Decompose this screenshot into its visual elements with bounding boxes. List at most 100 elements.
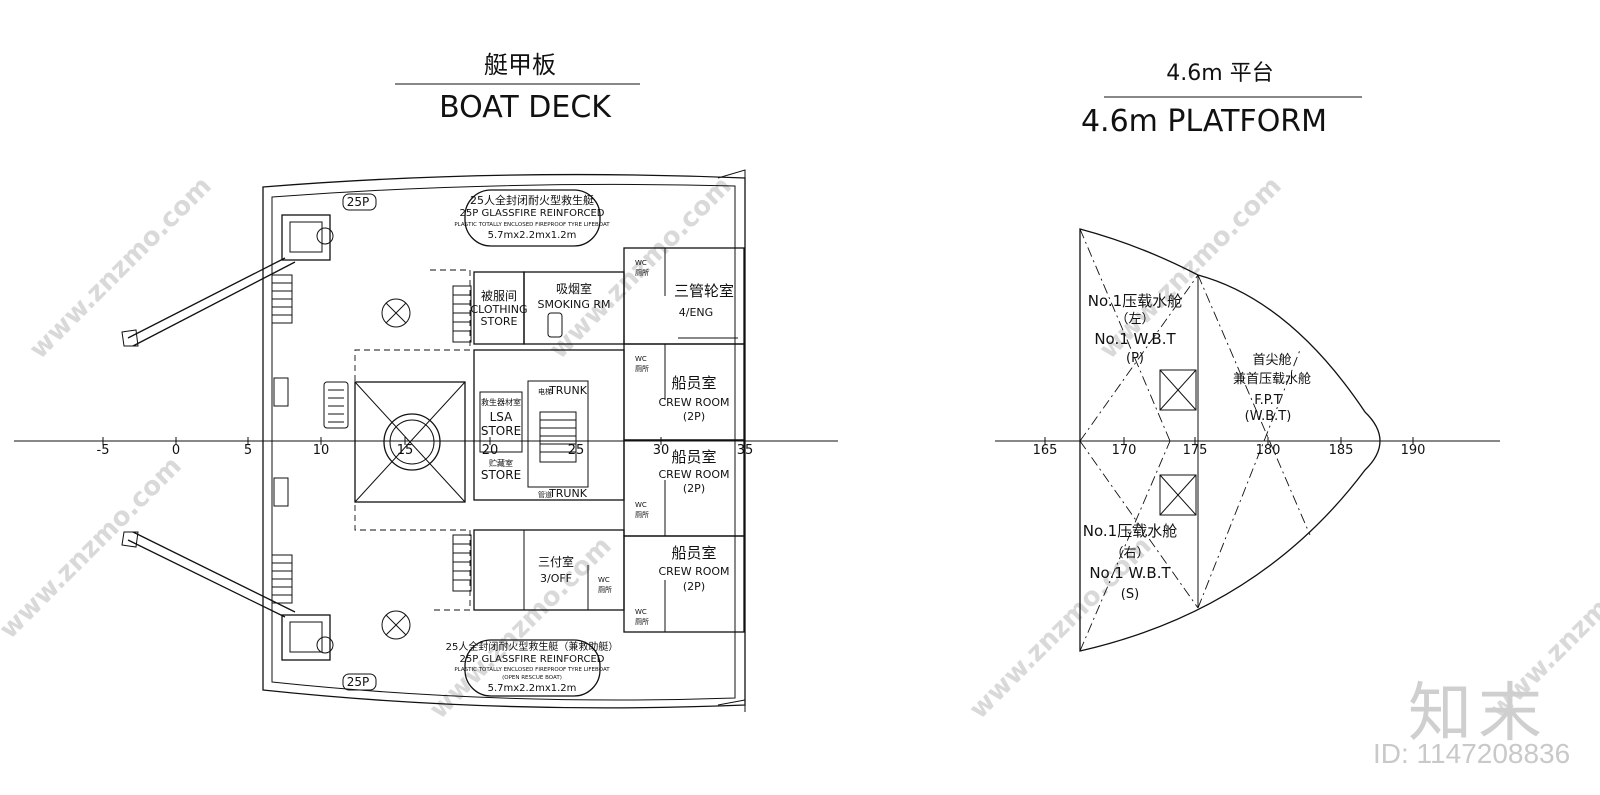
liferaft-symbol	[381, 610, 411, 640]
davit-bottom	[121, 531, 334, 661]
davit-top	[121, 214, 334, 347]
axis-ticks: 165 170 175 180 185 190	[1033, 437, 1426, 458]
stairway	[452, 285, 472, 343]
room-label-en: 4/ENG	[679, 306, 713, 319]
tank-side-en: (S)	[1121, 587, 1139, 602]
lifeboat-line2: 25P GLASSFIRE REINFORCED	[460, 208, 605, 219]
room-lsa-store	[479, 391, 523, 453]
tank-label-cn: No.1压载水舱	[1088, 292, 1182, 310]
room-label-en: SMOKING RM	[538, 298, 611, 311]
deck-edge-mark	[717, 169, 746, 186]
axis-tick-label: 10	[313, 443, 330, 458]
axis-tick-label: 175	[1183, 443, 1208, 458]
vent-grille	[323, 381, 349, 429]
axis-tick-label: 185	[1329, 443, 1354, 458]
axis-tick-label: 0	[172, 443, 180, 458]
axis-tick-label: 20	[482, 443, 499, 458]
boat-deck-title-en: BOAT DECK	[439, 90, 612, 125]
tank-side-en: (P)	[1126, 351, 1144, 366]
wc-label: WC	[635, 608, 647, 616]
manhole	[1159, 369, 1197, 411]
bollard	[273, 477, 289, 507]
room-label-cn: 三管轮室	[674, 282, 734, 300]
lifeboat-outline	[464, 639, 601, 697]
room-label-en: (2P)	[683, 410, 705, 423]
stairway	[452, 534, 472, 592]
room-label-cn: 被服间	[481, 289, 517, 303]
image-id-text: ID: 1147208836	[1373, 738, 1571, 769]
wc-label: WC	[635, 501, 647, 509]
room-label-cn: 吸烟室	[556, 281, 592, 296]
watermark-text: www.znzmo.com	[0, 451, 188, 645]
davit-arm	[132, 261, 296, 347]
trunk-label: TRUNK	[548, 487, 588, 500]
room-label-en: STORE	[481, 424, 521, 438]
davit-arm	[127, 257, 286, 339]
manhole	[1159, 474, 1197, 516]
tank-side-cn: （左）	[1115, 312, 1154, 327]
lifeboat-line1: 25人全封闭耐火型救生艇	[470, 193, 594, 207]
mast-base	[354, 381, 466, 503]
room-label-en: (2P)	[683, 580, 705, 593]
fpt-label-en: (W.B.T)	[1245, 409, 1292, 424]
axis-tick-label: 180	[1256, 443, 1281, 458]
room-label-en: STORE	[481, 315, 518, 328]
lifeboat-top: 25人全封闭耐火型救生艇 25P GLASSFIRE REINFORCED PL…	[342, 189, 610, 247]
lifeboat-line4: (OPEN RESCUE BOAT)	[502, 675, 562, 681]
wc-label: WC	[635, 355, 647, 363]
wc-label-cn: 厕所	[635, 510, 649, 519]
lifeboat-capacity-tag: 25P	[347, 675, 370, 689]
tank-label-cn: No.1压载水舱	[1083, 522, 1177, 540]
tank-label-en: No.1 W.B.T	[1094, 330, 1176, 348]
wc-label: WC	[598, 576, 610, 584]
liferaft-symbol	[381, 298, 411, 328]
watermark-layer: www.znzmo.com www.znzmo.com www.znzmo.co…	[0, 171, 1600, 725]
boat-deck-title-cn: 艇甲板	[484, 51, 556, 79]
deck-edge-mark	[717, 699, 746, 712]
room-label-en: (2P)	[683, 482, 705, 495]
wc-label-cn: 厕所	[598, 585, 612, 594]
davit-winch	[281, 214, 331, 261]
mast-circle	[383, 413, 441, 471]
room-label-en: 3/OFF	[540, 572, 572, 585]
brand-logo: 知末	[1408, 677, 1548, 751]
axis-ticks: -5 0 5 10 15 20 25 30 35	[97, 437, 754, 458]
davit-arm	[132, 531, 296, 613]
lifeboat-outline	[464, 189, 601, 247]
davit-arm	[127, 539, 286, 618]
lifeboat-capacity-tag: 25P	[347, 195, 370, 209]
watermark-text: www.znzmo.com	[24, 171, 218, 365]
wc-label-cn: 厕所	[635, 268, 649, 277]
platform-plan: 4.6m 平台 4.6m PLATFORM 165 170 175 180 18…	[995, 61, 1500, 652]
lifeboat-line3: PLASTIC TOTALLY ENCLOSED FIREPROOF TYRE …	[454, 667, 610, 673]
lifeboat-line3: PLASTIC TOTALLY ENCLOSED FIREPROOF TYRE …	[454, 222, 610, 228]
axis-tick-label: 5	[244, 443, 252, 458]
davit-winch	[281, 614, 331, 661]
trunk-cn: 管道	[538, 490, 552, 499]
room-label-en: CLOTHING	[470, 303, 527, 316]
room-label-cn: 船员室	[671, 448, 716, 466]
deck-inner-outline	[271, 183, 736, 701]
platform-title-cn: 4.6m 平台	[1166, 61, 1273, 86]
bollard	[273, 377, 289, 407]
lifeboat-dims: 5.7mx2.2mx1.2m	[488, 683, 577, 694]
room-label-cn: 船员室	[671, 544, 716, 562]
room-label-en: CREW ROOM	[658, 565, 729, 578]
lifeboat-line2: 25P GLASSFIRE REINFORCED	[460, 654, 605, 665]
room-label-en: LSA	[490, 410, 514, 424]
platform-title-en: 4.6m PLATFORM	[1081, 104, 1327, 139]
axis-tick-label: 190	[1401, 443, 1426, 458]
boat-deck-plan: 艇甲板 BOAT DECK -5 0 5 10 15 20 25 30 35	[14, 51, 838, 712]
room-label-cn: 船员室	[671, 374, 716, 392]
room-label-cn: 救生器材室	[481, 397, 521, 407]
lifeboat-line1: 25人全封闭耐火型救生艇（兼救助艇）	[446, 640, 619, 653]
tank-side-cn: （右）	[1110, 546, 1149, 561]
room-label-en: CREW ROOM	[658, 396, 729, 409]
room-label-cn: 三付室	[538, 554, 574, 569]
lifeboat-dims: 5.7mx2.2mx1.2m	[488, 230, 577, 241]
trunk-label: TRUNK	[548, 384, 588, 397]
axis-tick-label: 35	[737, 443, 754, 458]
fpt-label-cn: 兼首压载水舱	[1233, 372, 1311, 387]
fpt-label-en: F.P.T	[1254, 393, 1281, 408]
